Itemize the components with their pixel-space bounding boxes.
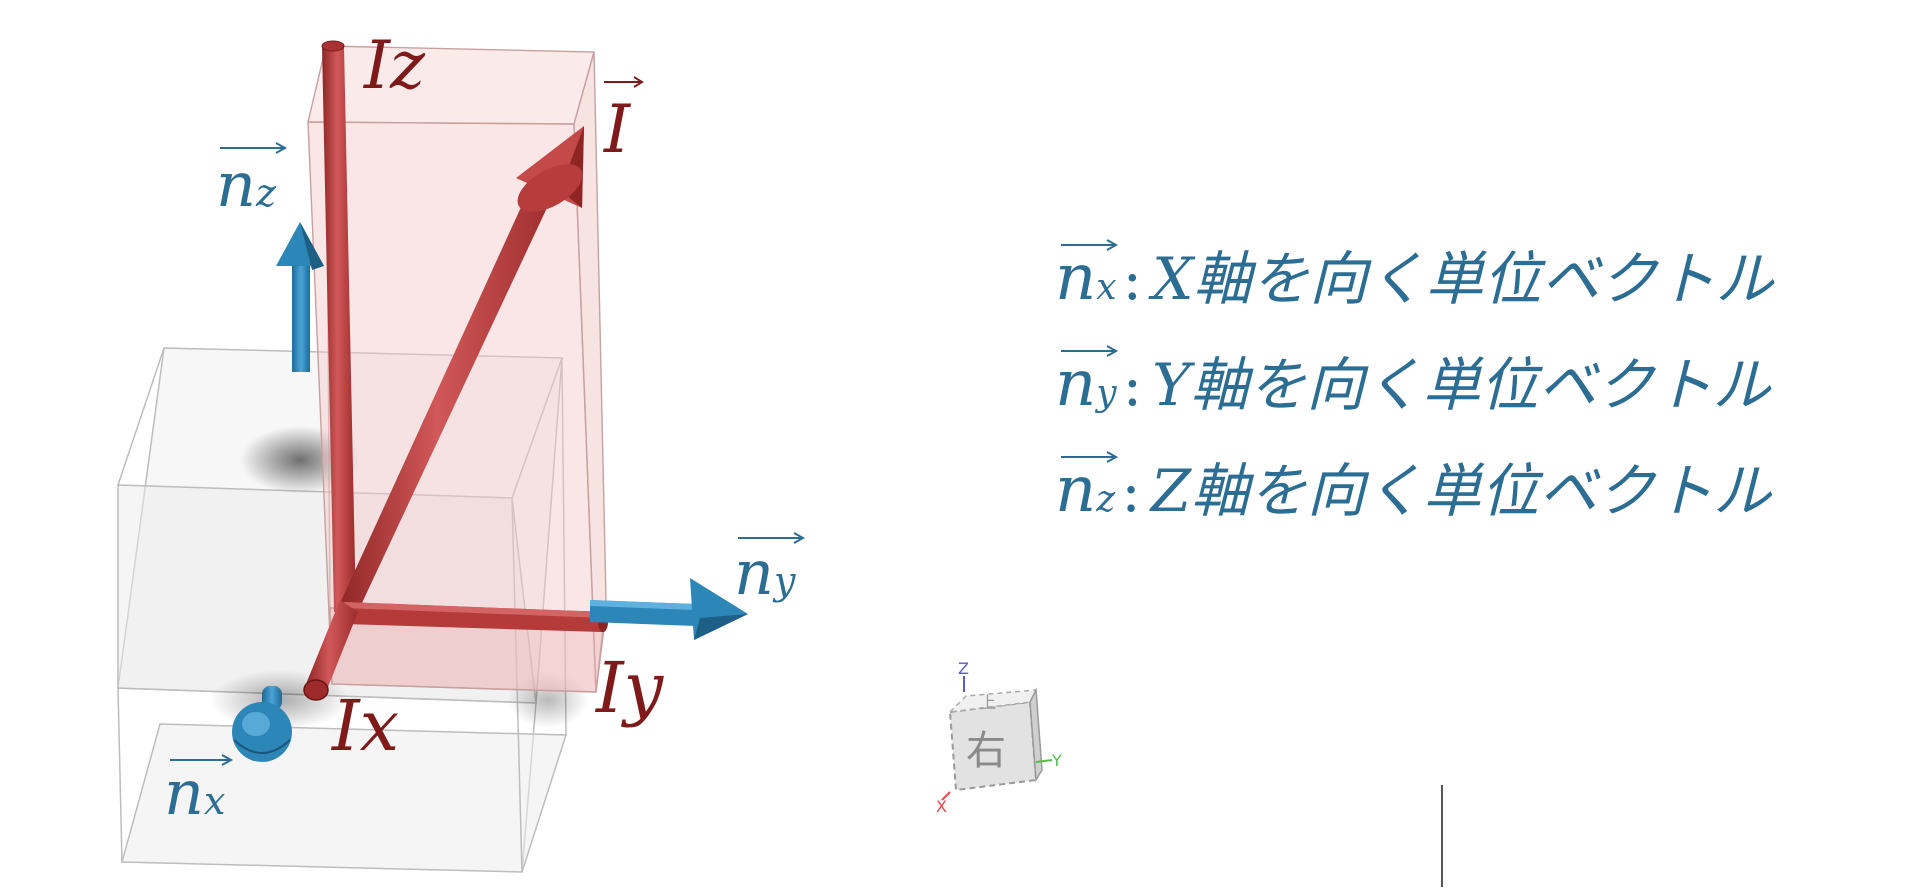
ny-label: ny <box>734 532 806 609</box>
iz-label: Iz <box>363 27 426 104</box>
shadow <box>240 426 360 494</box>
axis-x-label: X <box>936 797 947 816</box>
legend-description: Z軸を向く単位ベクトル <box>1150 457 1772 525</box>
legend-symbol: nx <box>1055 239 1119 315</box>
view-cube[interactable]: 上 右 Z Y X <box>936 659 1062 816</box>
nz-arrow <box>276 222 324 372</box>
nx-label: nx <box>164 754 234 829</box>
panel-divider[interactable] <box>1441 785 1443 887</box>
svg-text:ny: ny <box>734 536 796 609</box>
legend-description: Y軸を向く単位ベクトル <box>1152 351 1771 419</box>
nx-arrow <box>232 686 292 762</box>
ix-label: Ix <box>330 685 399 767</box>
i-vector <box>336 126 584 620</box>
axis-z-label: Z <box>958 659 969 678</box>
view-cube-top-label[interactable]: 上 <box>980 693 996 712</box>
nz-label: nz <box>216 142 288 221</box>
view-cube-face-label[interactable]: 右 <box>966 728 1006 774</box>
legend-item-nx: nx : X軸を向く単位ベクトル <box>1055 232 1773 338</box>
shadow <box>508 672 588 728</box>
iy-label: Iy <box>594 647 665 729</box>
svg-text:nz: nz <box>216 148 277 221</box>
legend: nx : X軸を向く単位ベクトル ny : Y軸を向く単位ベクトル nz : Z… <box>1055 232 1773 550</box>
iz-vector <box>321 40 356 612</box>
axis-y-label: Y <box>1051 751 1062 770</box>
legend-symbol: ny <box>1055 345 1119 421</box>
ny-arrow <box>590 578 748 640</box>
legend-description: X軸を向く単位ベクトル <box>1152 245 1774 313</box>
legend-item-ny: ny : Y軸を向く単位ベクトル <box>1055 338 1773 444</box>
i-vector-label: I <box>603 76 644 168</box>
svg-text:I: I <box>603 91 632 168</box>
svg-text:nx: nx <box>164 756 225 829</box>
legend-item-nz: nz : Z軸を向く単位ベクトル <box>1055 444 1773 550</box>
legend-symbol: nz <box>1055 451 1119 527</box>
ix-vector <box>303 600 358 701</box>
